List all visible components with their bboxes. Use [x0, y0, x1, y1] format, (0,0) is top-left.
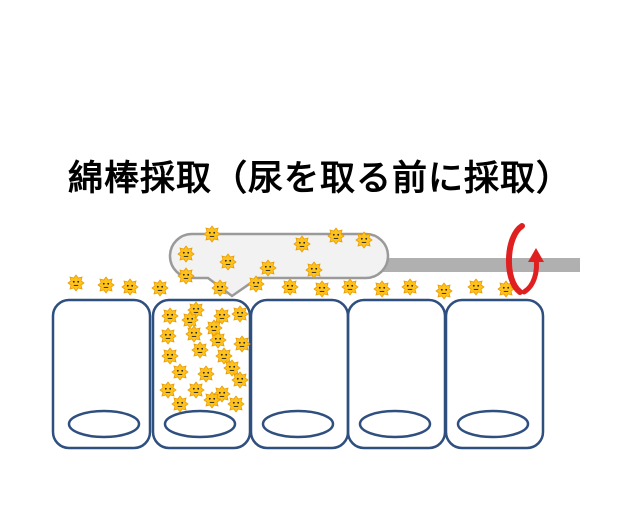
bacteria-icon [305, 261, 323, 279]
swab-tip [168, 232, 390, 298]
epithelial-cells [51, 298, 545, 450]
bacteria-icon [159, 381, 177, 399]
bacteria-icon [231, 371, 249, 389]
bacteria-icon [327, 227, 345, 245]
bacteria-icon [159, 327, 177, 345]
rotation-arrow-icon [506, 223, 544, 295]
bacteria-icon [281, 278, 299, 296]
cell [249, 298, 350, 450]
bacteria-icon [467, 278, 485, 296]
bacteria-icon [215, 347, 233, 365]
bacteria-icon [313, 280, 331, 298]
bacteria-icon [121, 278, 139, 296]
diagram-title: 綿棒採取（尿を取る前に採取） [67, 159, 572, 199]
bacteria-icon [171, 363, 189, 381]
bacteria-icon [293, 235, 311, 253]
cell [51, 298, 152, 450]
bacteria-icon [373, 280, 391, 298]
bacteria-icon [97, 276, 115, 294]
bacteria-icon [219, 253, 237, 271]
bacteria-icon [197, 365, 215, 383]
bacteria-icon [205, 319, 223, 337]
bacteria-icon [181, 311, 199, 329]
bacteria-icon [233, 335, 251, 353]
bacteria-icon [401, 278, 419, 296]
bacteria-icon [67, 274, 85, 292]
bacteria-icon [203, 225, 221, 243]
bacteria-icon [203, 391, 221, 409]
cell [444, 298, 545, 450]
bacteria-icon [177, 267, 195, 285]
bacteria-icon [231, 305, 249, 323]
bacteria-icon [247, 275, 265, 293]
bacteria-icon [211, 279, 229, 297]
bacteria-icon [161, 307, 179, 325]
bacteria-icon [177, 245, 195, 263]
bacteria-icon [355, 231, 373, 249]
bacteria-icon [435, 282, 453, 300]
bacteria-icon [191, 341, 209, 359]
bacteria-icon [223, 359, 241, 377]
bacteria-icon [341, 278, 359, 296]
bacteria-icon [151, 279, 169, 297]
cell [346, 298, 447, 450]
bacteria-icon [213, 307, 231, 325]
bacteria-icon [227, 395, 245, 413]
bacteria-icon [187, 381, 205, 399]
bacteria-icon [259, 259, 277, 277]
bacteria-icon [185, 325, 203, 343]
bacteria-icon [161, 347, 179, 365]
bacteria-icon [171, 395, 189, 413]
swab-stick [380, 258, 580, 272]
